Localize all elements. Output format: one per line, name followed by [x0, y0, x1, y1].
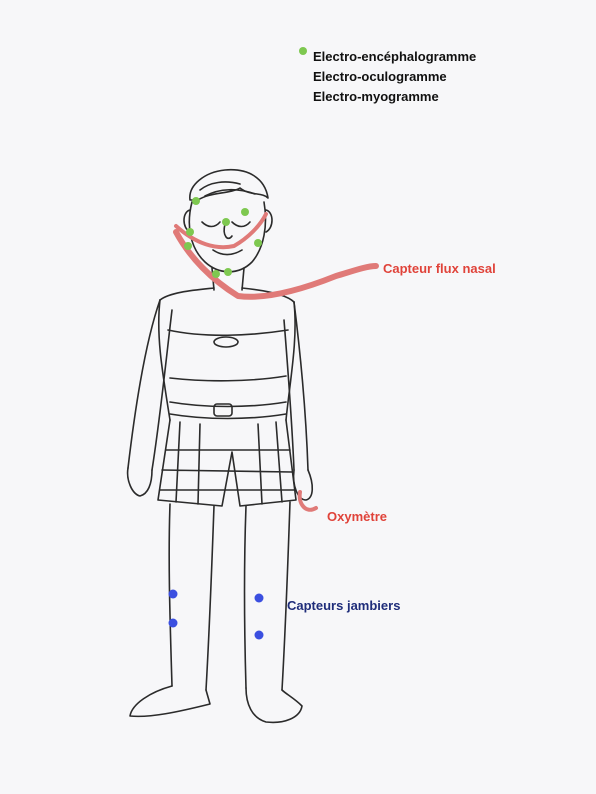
electrode-dot: [241, 208, 249, 216]
legend-electrode-icon: [299, 47, 307, 55]
hair: [190, 170, 268, 200]
leg-right: [245, 502, 291, 690]
label-capteurs-jambiers: Capteurs jambiers: [287, 599, 400, 612]
nose: [224, 224, 232, 238]
label-capteur-flux-nasal: Capteur flux nasal: [383, 262, 496, 275]
leg-sensor-dot: [169, 590, 178, 599]
arm-left: [128, 300, 172, 470]
legend-emg: Electro-myogramme: [313, 90, 439, 103]
hand-right: [294, 470, 313, 500]
leg-sensor-dot: [255, 594, 264, 603]
electrode-dot: [192, 197, 200, 205]
legend-eog: Electro-oculogramme: [313, 70, 447, 83]
electrode-dot: [186, 228, 194, 236]
mouth: [213, 250, 242, 255]
leg-sensor-dot: [169, 619, 178, 628]
face: [189, 202, 265, 272]
label-oxymetre: Oxymètre: [327, 510, 387, 523]
nasal-cannula: [176, 232, 376, 297]
person-sketch: [128, 170, 376, 723]
arm-right: [284, 302, 308, 470]
foot-right: [246, 688, 302, 722]
electrode-dot: [222, 218, 230, 226]
legend-eeg: Electro-encéphalogramme: [313, 50, 476, 63]
leg-sensor-dot: [255, 631, 264, 640]
foot-left: [130, 686, 210, 716]
hand-left: [128, 468, 152, 496]
electrode-dot: [254, 239, 262, 247]
oximeter-clip: [300, 492, 316, 510]
shorts-plaid: [160, 422, 294, 504]
electrode-dot: [184, 242, 192, 250]
electrode-dot: [212, 270, 220, 278]
torso-left: [159, 300, 170, 420]
chest-sensor: [214, 337, 238, 347]
electrode-dot: [224, 268, 232, 276]
hair-strands: [200, 182, 255, 196]
